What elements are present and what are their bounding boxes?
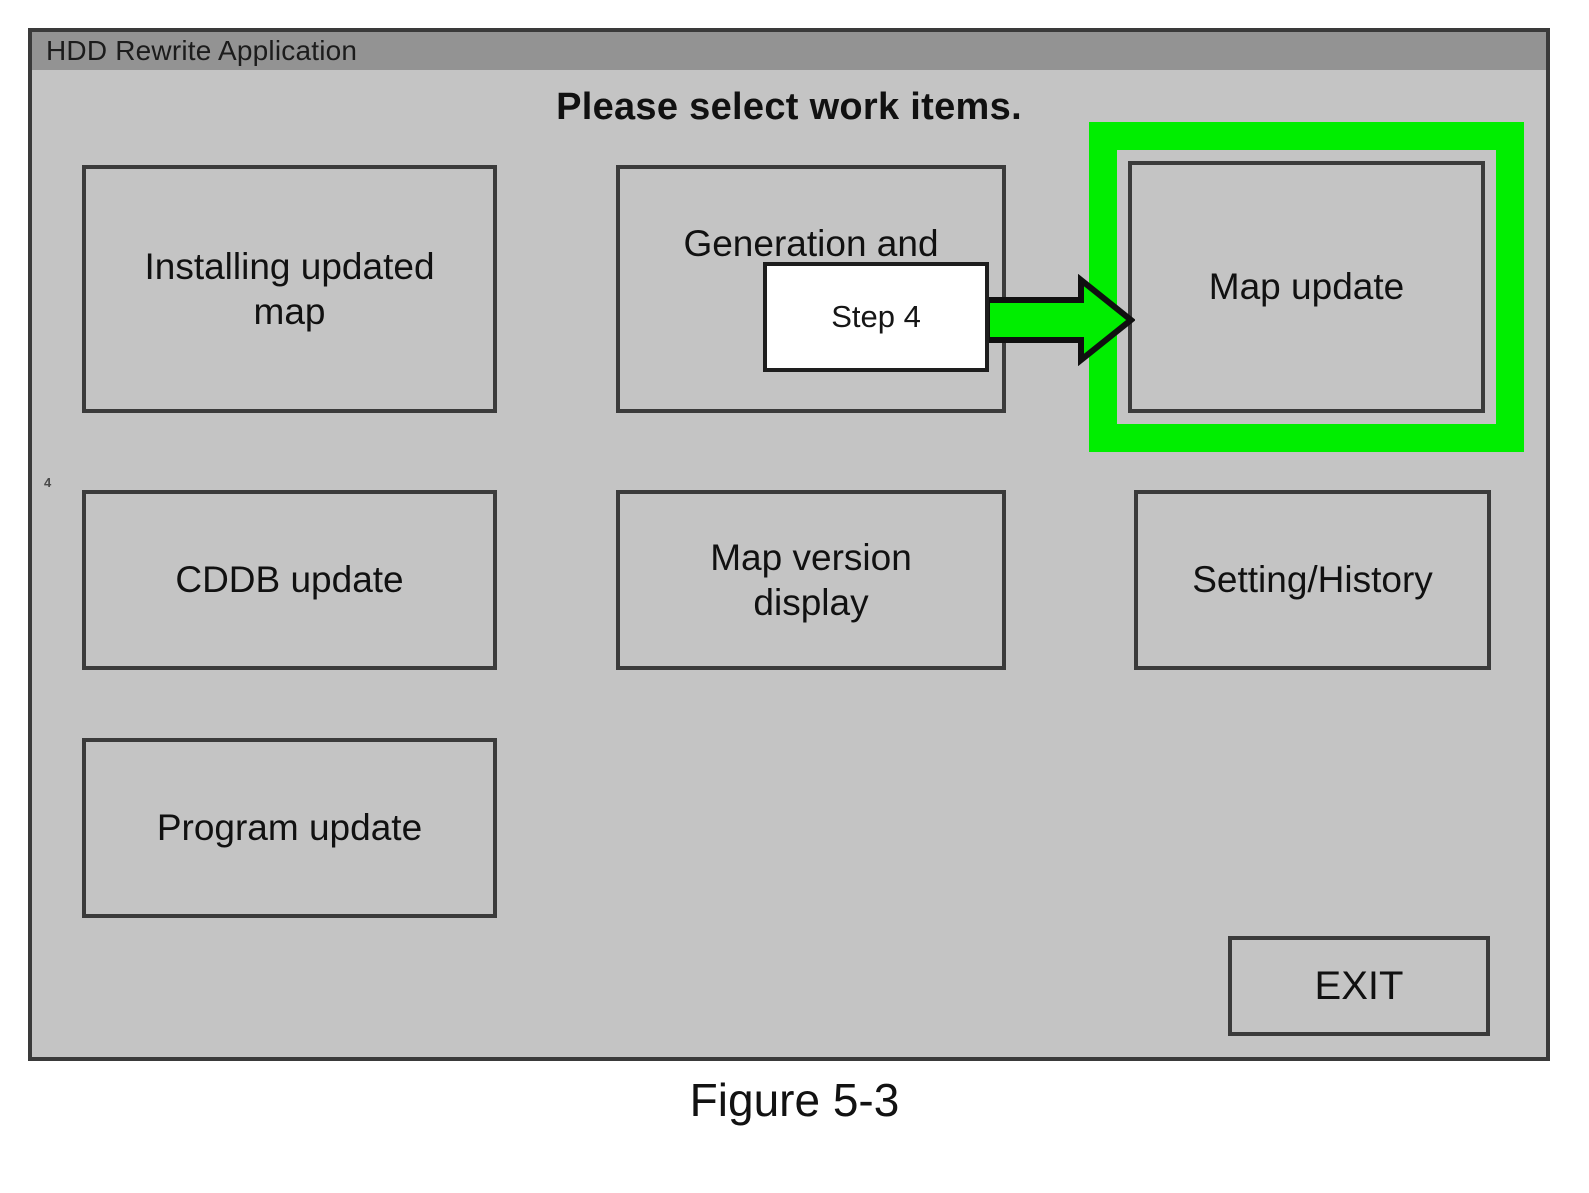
installing-updated-map-button[interactable]: Installing updated map	[82, 165, 497, 413]
application-window: HDD Rewrite Application Please select wo…	[28, 28, 1550, 1061]
title-bar: HDD Rewrite Application	[32, 32, 1546, 70]
page-heading: Please select work items.	[556, 86, 1022, 128]
green-right-arrow-icon	[985, 274, 1135, 366]
scan-artifact-mark: 4	[44, 475, 52, 490]
exit-button[interactable]: EXIT	[1228, 936, 1490, 1036]
cddb-update-button[interactable]: CDDB update	[82, 490, 497, 670]
setting-history-button[interactable]: Setting/History	[1134, 490, 1491, 670]
map-update-inner-gap: Map update	[1117, 150, 1496, 424]
map-update-button[interactable]: Map update	[1128, 161, 1485, 413]
figure-caption: Figure 5-3	[689, 1074, 900, 1126]
application-title: HDD Rewrite Application	[46, 35, 358, 66]
client-area: Please select work items. 4 Installing u…	[32, 70, 1546, 1057]
map-update-highlight-box: Map update	[1089, 122, 1524, 452]
step-4-callout: Step 4	[763, 262, 989, 372]
step-4-label: Step 4	[831, 299, 921, 334]
program-update-button[interactable]: Program update	[82, 738, 497, 918]
map-version-display-button[interactable]: Map version display	[616, 490, 1006, 670]
